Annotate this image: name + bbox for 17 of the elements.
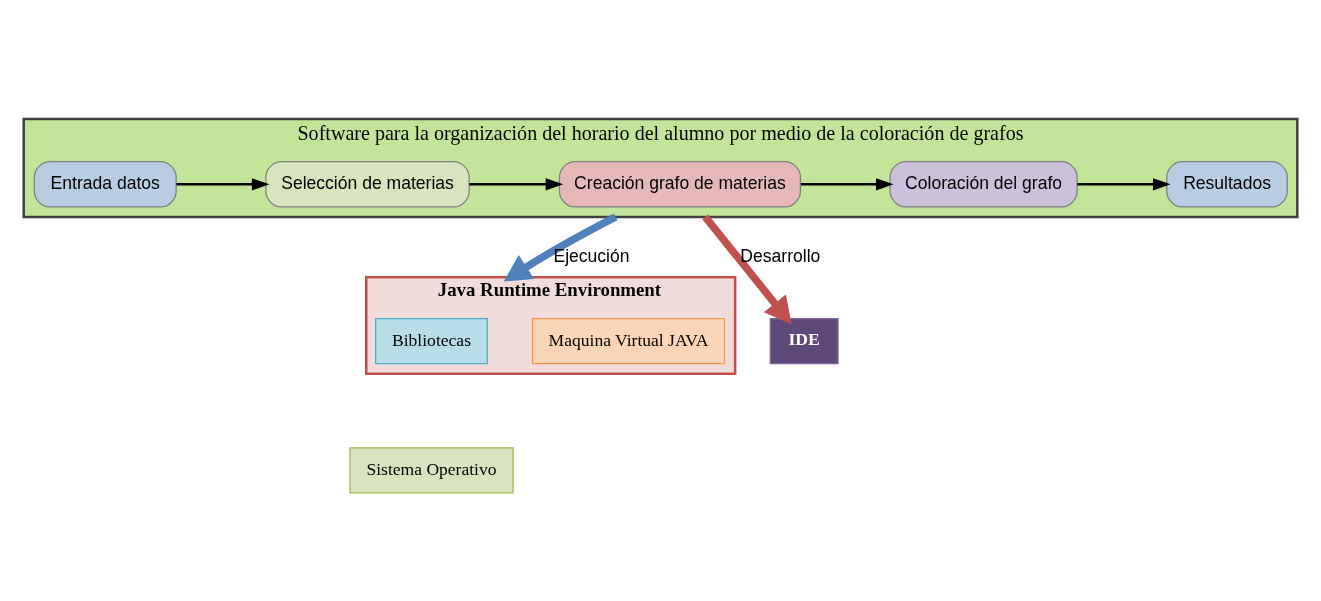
- arrow: [800, 177, 894, 190]
- node-box: Entrada datos: [33, 160, 177, 207]
- node-box: IDE: [769, 317, 839, 364]
- node-box: Coloración del grafo: [889, 160, 1078, 207]
- node-box: Resultados: [1166, 160, 1288, 207]
- edge-label: Desarrollo: [740, 245, 821, 266]
- arrow: [469, 177, 564, 190]
- arrow: [503, 213, 618, 282]
- node-box: Maquina Virtual JAVA: [531, 317, 726, 364]
- arrow: [1077, 177, 1171, 190]
- edge-label: Ejecución: [553, 245, 630, 266]
- node-box: Selección de materias: [265, 160, 470, 207]
- arrow: [702, 214, 792, 324]
- node-box: Creación grafo de materias: [558, 160, 802, 207]
- node-box: Bibliotecas: [375, 317, 488, 364]
- node-box: Sistema Operativo: [349, 446, 514, 494]
- arrow: [176, 177, 270, 190]
